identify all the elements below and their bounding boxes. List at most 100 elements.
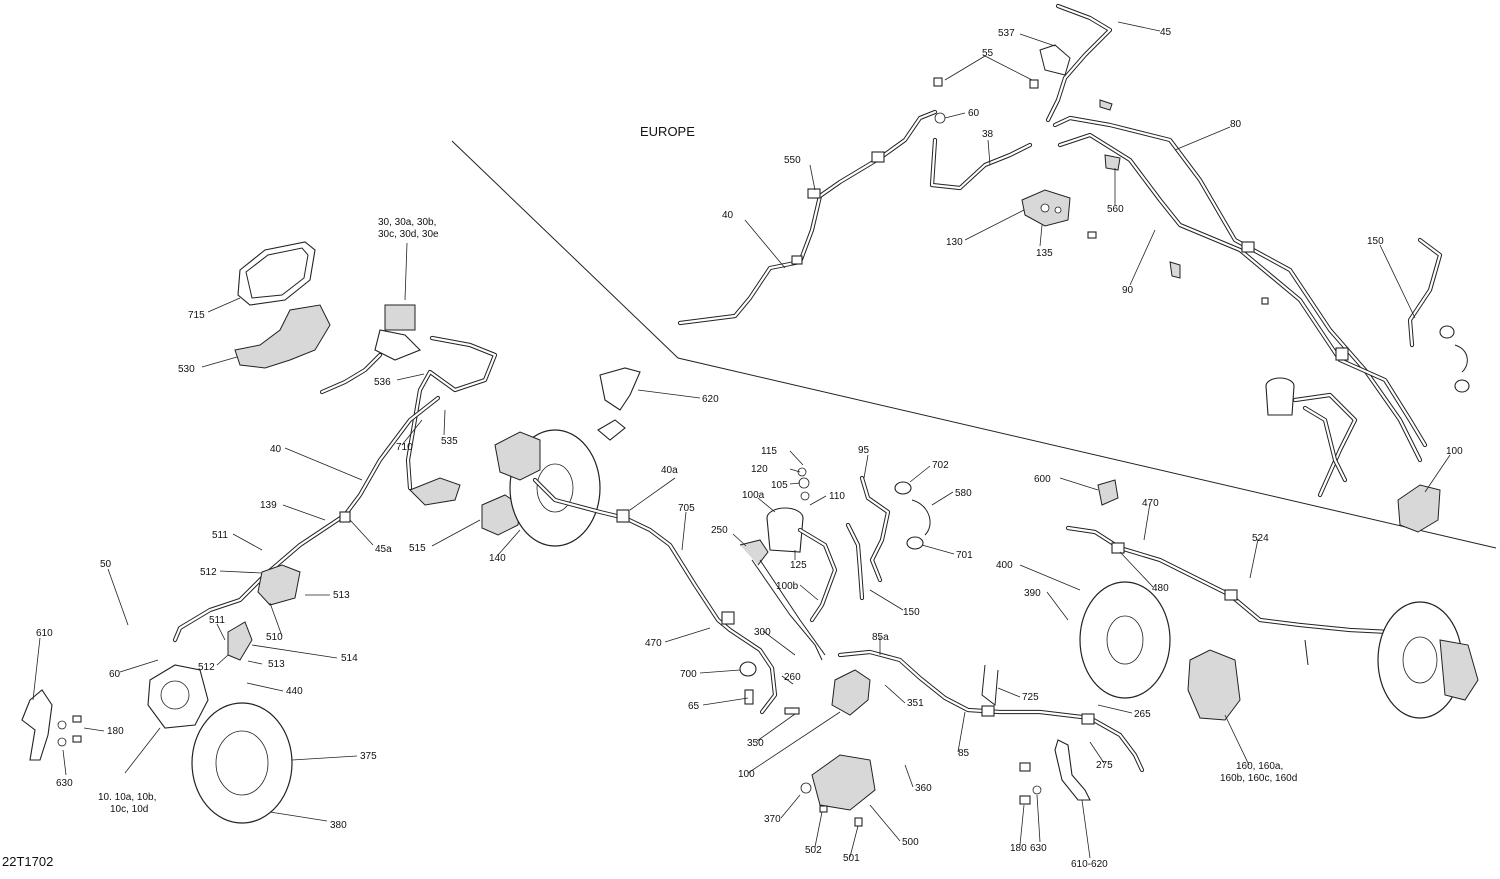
- callout-label: 701: [956, 550, 973, 561]
- callout-label: 620: [702, 394, 719, 405]
- front-right-disc: [494, 429, 778, 715]
- rear-right-assembly: [1019, 479, 1479, 805]
- callout-label: 95: [858, 445, 870, 456]
- callout-label: 400: [996, 560, 1013, 571]
- callout-label: 470: [1142, 498, 1159, 509]
- callout-label: 65: [688, 701, 700, 712]
- region-label: EUROPE: [640, 124, 695, 139]
- callout-label: 50: [100, 559, 112, 570]
- callout-label: 600: [1034, 474, 1051, 485]
- callout-label: 530: [178, 364, 195, 375]
- callout-label: 350: [747, 738, 764, 749]
- callout-label: 105: [771, 480, 788, 491]
- europe-assembly: [677, 3, 1470, 533]
- callout-label: 710: [396, 442, 413, 453]
- callout-label: 512: [200, 567, 217, 578]
- callout-label: 100: [1446, 446, 1463, 457]
- callout-label: 140: [489, 553, 506, 564]
- callout-label: 537: [998, 28, 1015, 39]
- callout-label: 55: [982, 48, 994, 59]
- callout-label: 536: [374, 377, 391, 388]
- callout-label: 725: [1022, 692, 1039, 703]
- callout-label: 375: [360, 751, 377, 762]
- callout-label: 130: [946, 237, 963, 248]
- callout-label: 160b, 160c, 160d: [1220, 773, 1297, 784]
- callout-label: 85: [958, 748, 970, 759]
- callout-label: 380: [330, 820, 347, 831]
- callout-label: 125: [790, 560, 807, 571]
- callout-label: 300: [754, 627, 771, 638]
- callout-label: 513: [268, 659, 285, 670]
- callout-label: 150: [903, 607, 920, 618]
- callout-label: 702: [932, 460, 949, 471]
- callout-label: 610: [36, 628, 53, 639]
- callout-label: 511: [209, 615, 225, 626]
- callout-label: 45: [1160, 27, 1172, 38]
- callout-label: 360: [915, 783, 932, 794]
- callout-label: 370: [764, 814, 781, 825]
- callout-label: 30, 30a, 30b,: [378, 217, 436, 228]
- callout-label: 100: [738, 769, 755, 780]
- callout-label: 260: [784, 672, 801, 683]
- callout-label: 115: [761, 446, 777, 457]
- callout-label: 265: [1134, 709, 1151, 720]
- leader-lines: [32, 21, 1451, 859]
- callout-label: 40: [270, 444, 282, 455]
- callout-label: 715: [188, 310, 205, 321]
- callout-label: 100b: [776, 581, 799, 592]
- callout-label: 610-620: [1071, 859, 1108, 870]
- callout-label: 30c, 30d, 30e: [378, 229, 439, 240]
- callout-label: 110: [829, 491, 845, 502]
- front-left-assembly: [21, 241, 641, 824]
- callout-label: 40a: [661, 465, 678, 476]
- callout-label: 160, 160a,: [1236, 761, 1283, 772]
- callout-label: 80: [1230, 119, 1242, 130]
- callout-label: 515: [409, 543, 426, 554]
- callout-label: 250: [711, 525, 728, 536]
- callout-label: 60: [109, 669, 121, 680]
- callout-label: 135: [1036, 248, 1053, 259]
- callout-label: 100a: [742, 490, 765, 501]
- callout-label: 700: [680, 669, 697, 680]
- callout-label: 40: [722, 210, 734, 221]
- callout-label: 139: [260, 500, 277, 511]
- callout-label: 351: [907, 698, 924, 709]
- callout-label: 180: [107, 726, 124, 737]
- region-divider: [451, 140, 1497, 549]
- callout-label: 500: [902, 837, 919, 848]
- callout-label: 440: [286, 686, 303, 697]
- callout-label: 524: [1252, 533, 1269, 544]
- callout-label: 275: [1096, 760, 1113, 771]
- callout-label: 630: [56, 778, 73, 789]
- callout-label: 85a: [872, 632, 889, 643]
- callout-label: 501: [843, 853, 860, 864]
- diagram-code: 22T1702: [2, 854, 53, 869]
- callout-label: 390: [1024, 588, 1041, 599]
- callout-labels: EUROPE 22T1702 45 537 55 60 38 80 550 40…: [2, 27, 1463, 870]
- callout-label: 580: [955, 488, 972, 499]
- callout-label: 180: [1010, 843, 1027, 854]
- callout-label: 470: [645, 638, 662, 649]
- callout-label: 514: [341, 653, 358, 664]
- callout-label: 512: [198, 662, 215, 673]
- callout-label: 90: [1122, 285, 1134, 296]
- callout-label: 510: [266, 632, 283, 643]
- callout-label: 560: [1107, 204, 1124, 215]
- callout-label: 705: [678, 503, 695, 514]
- callout-label: 511: [212, 530, 228, 541]
- callout-label: 120: [751, 464, 768, 475]
- callout-label: 630: [1030, 843, 1047, 854]
- callout-label: 550: [784, 155, 801, 166]
- callout-label: 60: [968, 108, 980, 119]
- callout-label: 535: [441, 436, 458, 447]
- callout-label: 38: [982, 129, 994, 140]
- callout-label: 10c, 10d: [110, 804, 148, 815]
- callout-label: 10. 10a, 10b,: [98, 792, 156, 803]
- callout-label: 502: [805, 845, 822, 856]
- rear-master-cylinder-assembly: [739, 467, 1145, 827]
- callout-label: 480: [1152, 583, 1169, 594]
- callout-label: 150: [1367, 236, 1384, 247]
- callout-label: 45a: [375, 544, 392, 555]
- callout-label: 513: [333, 590, 350, 601]
